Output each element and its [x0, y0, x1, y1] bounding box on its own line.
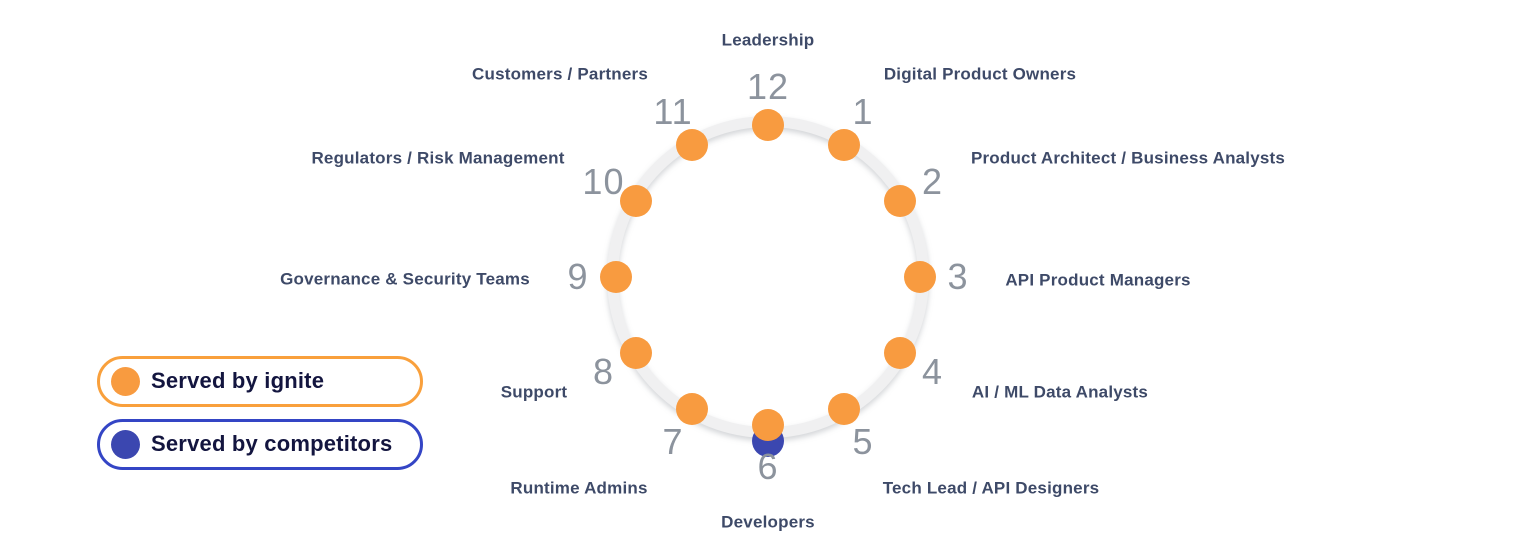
- ignite-dot-1: [828, 129, 860, 162]
- clock-label-10: Regulators / Risk Management: [311, 148, 565, 168]
- clock-label-3: API Product Managers: [1005, 270, 1191, 290]
- ignite-dot-11: [676, 129, 708, 162]
- clock-number-5: 5: [852, 420, 874, 462]
- ignite-dot-7: [676, 392, 708, 425]
- clock-label-2: Product Architect / Business Analysts: [970, 148, 1286, 168]
- legend-item-ignite: Served by ignite: [97, 356, 423, 407]
- ignite-dot-icon: [111, 367, 140, 396]
- clock-label-12: Leadership: [721, 30, 815, 50]
- clock-number-6: 6: [757, 446, 779, 487]
- clock-number-11: 11: [653, 91, 693, 133]
- clock-number-7: 7: [662, 420, 684, 462]
- clock-label-8: Support: [500, 382, 568, 402]
- clock-number-1: 1: [852, 91, 874, 133]
- center-logo-placeholder: [706, 218, 827, 329]
- clock-number-2: 2: [922, 161, 944, 202]
- clock-number-8: 8: [592, 351, 614, 392]
- ignite-dot-8: [620, 337, 653, 369]
- clock-number-10: 10: [582, 161, 625, 202]
- clock-label-6: Developers: [721, 512, 815, 532]
- legend-competitors-label: Served by competitors: [151, 430, 393, 456]
- clock-number-3: 3: [947, 256, 969, 297]
- ignite-dot-10: [620, 185, 653, 217]
- clock-label-9: Governance & Security Teams: [280, 269, 530, 289]
- clock-number-4: 4: [922, 351, 944, 392]
- ignite-dot-3: [904, 261, 936, 293]
- clock-label-11: Customers / Partners: [472, 64, 648, 84]
- ignite-dot-4: [883, 337, 916, 369]
- clock-number-12: 12: [746, 66, 790, 107]
- clock-label-1: Digital Product Owners: [883, 64, 1077, 84]
- ignite-dot-12: [752, 109, 784, 141]
- clock-label-7: Runtime Admins: [510, 478, 648, 498]
- legend-ignite-label: Served by ignite: [151, 367, 325, 393]
- ignite-dot-9: [600, 261, 632, 293]
- clock-number-9: 9: [567, 256, 589, 297]
- clock-label-4: AI / ML Data Analysts: [971, 382, 1149, 402]
- competitor-dot-icon: [111, 430, 140, 459]
- ignite-dot-2: [883, 185, 916, 217]
- ignite-dot-6: [752, 409, 784, 441]
- clock-label-5: Tech Lead / API Designers: [882, 478, 1100, 498]
- legend-item-competitors: Served by competitors: [97, 419, 423, 470]
- ignite-dot-5: [828, 392, 860, 425]
